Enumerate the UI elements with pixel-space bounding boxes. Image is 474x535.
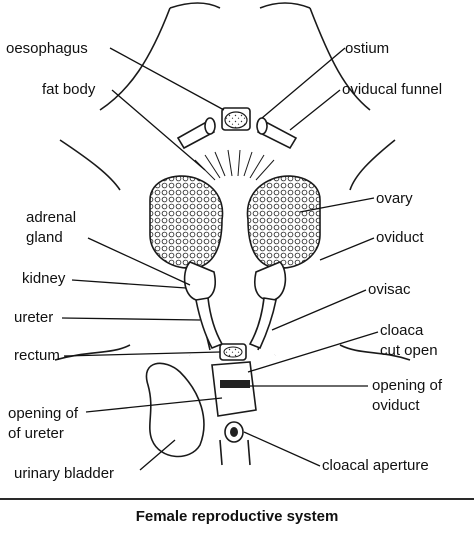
- body-outline: [54, 2, 411, 361]
- cloaca: [211, 361, 257, 417]
- bottom-rule: [0, 498, 474, 500]
- label-adrenal: adrenal: [26, 209, 76, 226]
- label-rectum: rectum: [14, 347, 60, 364]
- label-ostium: ostium: [345, 40, 389, 57]
- label-gland: gland: [26, 229, 63, 246]
- leader-lines: [61, 47, 379, 471]
- label-oviducal-funnel: oviducal funnel: [342, 81, 442, 98]
- label-opening-of-ureter-1: opening of: [8, 405, 79, 422]
- cloacal-aperture: [219, 421, 251, 466]
- oviducal-funnels: [176, 117, 298, 150]
- label-kidney: kidney: [22, 270, 66, 287]
- kidneys: [183, 261, 287, 301]
- label-ovisac: ovisac: [368, 281, 411, 298]
- label-urinary-bladder: urinary bladder: [14, 465, 114, 482]
- rectum: [219, 343, 247, 361]
- urinary-bladder: [145, 362, 205, 458]
- label-cloaca: cloaca: [380, 322, 424, 339]
- label-fat-body: fat body: [42, 81, 96, 98]
- label-cloacal-aperture: cloacal aperture: [322, 457, 429, 474]
- left-ovary: [149, 175, 224, 269]
- label-opening-of-oviduct-1: opening of: [372, 377, 443, 394]
- label-ovary: ovary: [376, 190, 413, 207]
- label-ureter: ureter: [14, 309, 53, 326]
- label-opening-of-ureter-2: of ureter: [8, 425, 64, 442]
- figure-caption: Female reproductive system: [135, 508, 339, 525]
- label-cut-open: cut open: [380, 342, 438, 359]
- frog-reproductive-diagram: oesophagus ostium fat body oviducal funn…: [6, 2, 443, 482]
- ovisacs: [195, 297, 277, 350]
- right-ovary: [246, 175, 321, 269]
- label-oesophagus: oesophagus: [6, 40, 88, 57]
- label-oviduct: oviduct: [376, 229, 424, 246]
- oesophagus-stump: [221, 107, 251, 131]
- label-opening-of-oviduct-2: oviduct: [372, 397, 420, 414]
- fat-body-strands: [194, 149, 275, 181]
